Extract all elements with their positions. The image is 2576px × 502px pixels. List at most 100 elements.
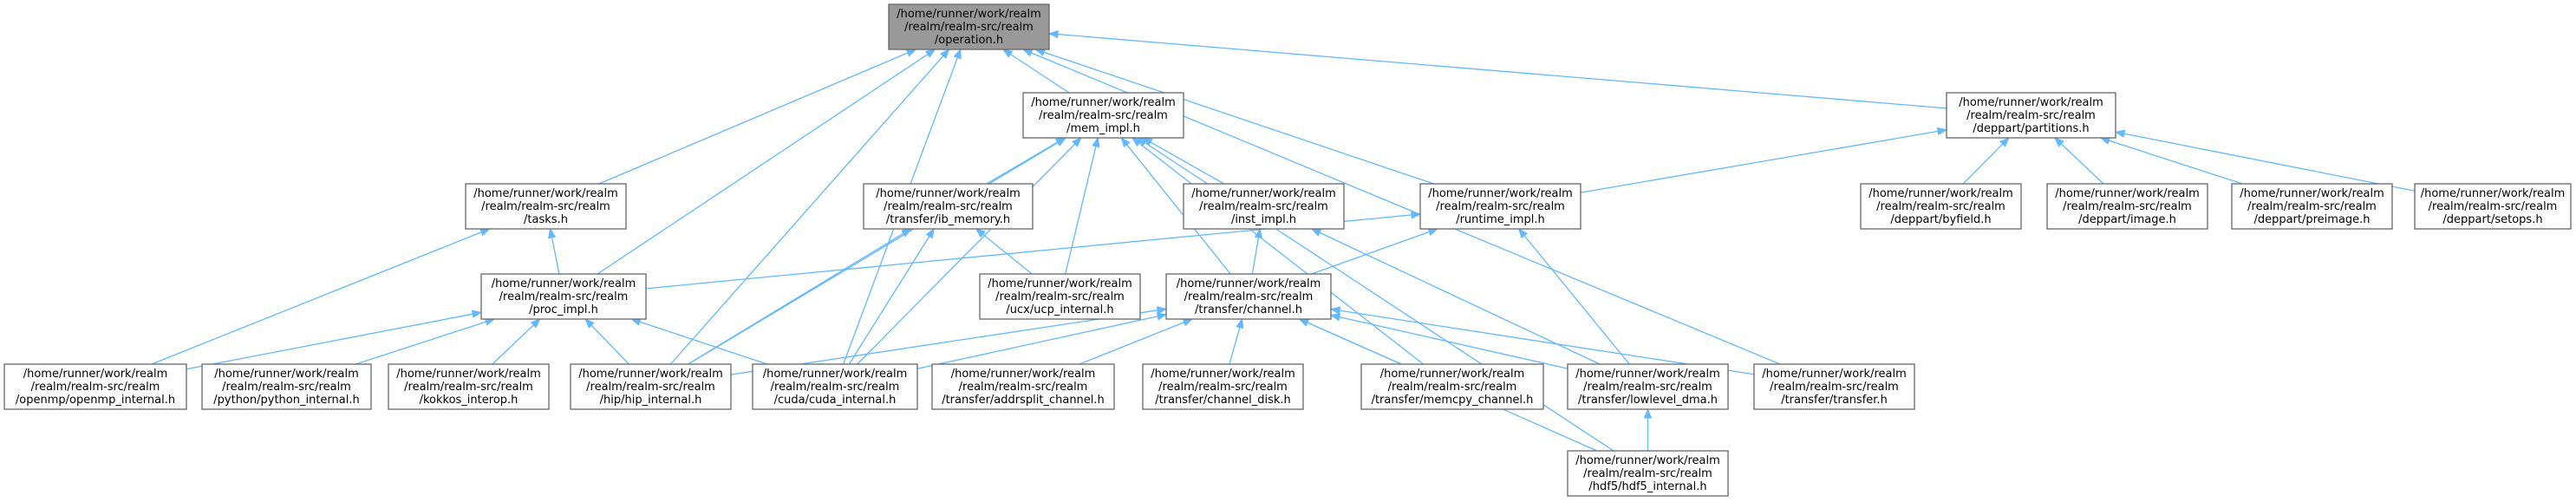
node-label-line: /transfer/addrsplit_channel.h: [942, 394, 1105, 407]
arrowhead-icon: [901, 228, 912, 238]
node-operation[interactable]: /home/runner/work/realm/realm/realm-src/…: [888, 3, 1050, 50]
node-box[interactable]: [931, 363, 1115, 410]
node-openmp[interactable]: /home/runner/work/realm/realm/realm-src/…: [3, 363, 187, 410]
node-label-line: /mem_impl.h: [1066, 122, 1140, 135]
node-box[interactable]: [1753, 363, 1915, 410]
node-box[interactable]: [1567, 450, 1729, 497]
node-box[interactable]: [3, 363, 187, 410]
arrowhead-icon: [1072, 137, 1082, 147]
node-label-line: /home/runner/work/realm: [1177, 277, 1321, 290]
edge-channel-to-mem_impl: [1120, 136, 1231, 275]
node-image[interactable]: /home/runner/work/realm/realm/realm-src/…: [2046, 183, 2208, 230]
arrowhead-icon: [1182, 318, 1194, 327]
node-label: /home/runner/work/realm/realm/realm-src/…: [2055, 187, 2200, 226]
node-label-line: /realm/realm-src/realm: [499, 290, 629, 303]
arrowhead-icon: [479, 228, 491, 237]
node-box[interactable]: [1860, 183, 2022, 230]
arrowhead-icon: [1329, 313, 1341, 322]
node-hdf5[interactable]: /home/runner/work/realm/realm/realm-src/…: [1567, 450, 1729, 497]
node-ib_memory[interactable]: /home/runner/work/realm/realm/realm-src/…: [863, 183, 1034, 230]
edge-image-to-partitions: [2054, 137, 2104, 185]
node-hip[interactable]: /home/runner/work/realm/realm/realm-src/…: [570, 363, 732, 410]
node-label: /home/runner/work/realm/realm/realm-src/…: [1959, 96, 2103, 135]
edge-line: [1523, 235, 1630, 365]
node-label-line: /realm/realm-src/realm: [1184, 290, 1314, 303]
node-box[interactable]: [480, 273, 647, 320]
node-label: /home/runner/work/realm/realm/realm-src/…: [2421, 187, 2566, 226]
node-label-line: /home/runner/work/realm: [2421, 187, 2566, 200]
node-byfield[interactable]: /home/runner/work/realm/realm/realm-src/…: [1860, 183, 2022, 230]
node-box[interactable]: [979, 273, 1141, 320]
node-box[interactable]: [201, 363, 372, 410]
node-runtime_impl[interactable]: /home/runner/work/realm/realm/realm-src/…: [1419, 183, 1581, 230]
node-label-line: /home/runner/work/realm: [951, 368, 1096, 381]
node-label-line: /realm/realm-src/realm: [2429, 200, 2558, 213]
arrowhead-icon: [925, 49, 936, 58]
node-box[interactable]: [465, 183, 627, 230]
node-proc_impl[interactable]: /home/runner/work/realm/realm/realm-src/…: [480, 273, 647, 320]
node-box[interactable]: [1183, 183, 1345, 230]
arrowhead-icon: [1120, 136, 1131, 148]
node-box[interactable]: [1142, 363, 1304, 410]
node-box[interactable]: [1022, 92, 1184, 139]
node-memcpy[interactable]: /home/runner/work/realm/realm/realm-src/…: [1360, 363, 1544, 410]
node-lowlevel[interactable]: /home/runner/work/realm/realm/realm-src/…: [1567, 363, 1729, 410]
edge-hip-to-ib_memory: [688, 228, 912, 365]
node-box[interactable]: [1360, 363, 1544, 410]
node-ucp_internal[interactable]: /home/runner/work/realm/realm/realm-src/…: [979, 273, 1141, 320]
node-addrsplit[interactable]: /home/runner/work/realm/realm/realm-src/…: [931, 363, 1115, 410]
node-channel_disk[interactable]: /home/runner/work/realm/realm/realm-src/…: [1142, 363, 1304, 410]
edge-line: [598, 52, 909, 185]
node-label-line: /realm/realm-src/realm: [1388, 381, 1517, 394]
node-label-line: /home/runner/work/realm: [1868, 187, 2013, 200]
node-label-line: /realm/realm-src/realm: [1039, 109, 1168, 122]
node-box[interactable]: [1946, 92, 2116, 139]
node-kokkos[interactable]: /home/runner/work/realm/realm/realm-src/…: [388, 363, 550, 410]
node-label-line: /tasks.h: [524, 213, 568, 226]
node-box[interactable]: [1567, 363, 1729, 410]
node-label-line: /home/runner/work/realm: [2240, 187, 2384, 200]
node-box[interactable]: [388, 363, 550, 410]
node-label-line: /realm/realm-src/realm: [1583, 381, 1712, 394]
node-python[interactable]: /home/runner/work/realm/realm/realm-src/…: [201, 363, 372, 410]
node-label: /home/runner/work/realm/realm/realm-src/…: [942, 368, 1105, 407]
node-box[interactable]: [2046, 183, 2208, 230]
node-label-line: /realm/realm-src/realm: [904, 21, 1034, 34]
node-box[interactable]: [570, 363, 732, 410]
node-label-line: /realm/realm-src/realm: [2063, 200, 2192, 213]
node-box[interactable]: [752, 363, 918, 410]
edge-setops-to-partitions: [2114, 129, 2416, 192]
edge-kokkos-to-proc_impl: [492, 318, 541, 365]
edge-line: [986, 141, 1058, 185]
node-label-line: /kokkos_interop.h: [420, 394, 518, 407]
node-inst_impl[interactable]: /home/runner/work/realm/realm/realm-src/…: [1183, 183, 1345, 230]
node-label: /home/runner/work/realm/realm/realm-src/…: [1372, 368, 1534, 407]
node-label-line: /home/runner/work/realm: [876, 187, 1021, 200]
node-label-line: /realm/realm-src/realm: [1436, 200, 1565, 213]
node-preimage[interactable]: /home/runner/work/realm/realm/realm-src/…: [2231, 183, 2393, 230]
node-box[interactable]: [2414, 183, 2572, 230]
node-box[interactable]: [1165, 273, 1332, 320]
node-mem_impl[interactable]: /home/runner/work/realm/realm/realm-src/…: [1022, 92, 1184, 139]
node-box[interactable]: [2231, 183, 2393, 230]
node-tasks[interactable]: /home/runner/work/realm/realm/realm-src/…: [465, 183, 627, 230]
edge-line: [1126, 144, 1231, 275]
edge-line: [1580, 130, 1939, 193]
arrowhead-icon: [1936, 127, 1948, 136]
node-label-line: /realm/realm-src/realm: [481, 200, 610, 213]
node-label: /home/runner/work/realm/realm/realm-src/…: [578, 368, 723, 407]
edge-line: [1057, 33, 1947, 109]
edge-line: [688, 141, 1059, 365]
edge-proc_impl-to-operation: [597, 49, 936, 275]
node-box[interactable]: [863, 183, 1034, 230]
edge-line: [1251, 237, 1260, 275]
node-transfer[interactable]: /home/runner/work/realm/realm/realm-src/…: [1753, 363, 1915, 410]
node-box[interactable]: [888, 3, 1050, 50]
node-setops[interactable]: /home/runner/work/realm/realm/realm-src/…: [2414, 183, 2572, 230]
node-partitions[interactable]: /home/runner/work/realm/realm/realm-src/…: [1946, 92, 2116, 139]
node-box[interactable]: [1419, 183, 1581, 230]
node-cuda[interactable]: /home/runner/work/realm/realm/realm-src/…: [752, 363, 918, 410]
node-channel[interactable]: /home/runner/work/realm/realm/realm-src/…: [1165, 273, 1332, 320]
arrowhead-icon: [1254, 227, 1263, 239]
edge-line: [1311, 231, 1430, 275]
